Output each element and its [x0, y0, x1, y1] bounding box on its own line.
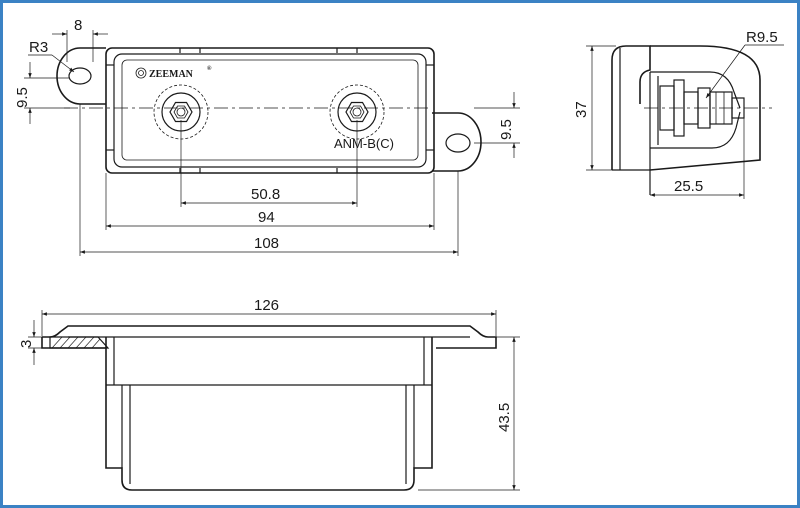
- dim-flange-length: 126: [254, 297, 279, 314]
- dim-side-height: 37: [573, 101, 590, 118]
- dim-overall-length: 108: [254, 235, 279, 252]
- dim-overall-height: 43.5: [496, 403, 513, 432]
- dim-body-width: 94: [258, 209, 275, 226]
- right-mount-hole: [445, 133, 471, 153]
- left-mount-hole: [68, 67, 92, 85]
- technical-drawing: ZEEMAN ® ANM-B(C) 8 R3: [14, 17, 784, 491]
- dim-ear-width: 8: [74, 17, 82, 34]
- right-mounting-ear: [432, 112, 482, 172]
- front-view: 126 3 43.5: [18, 297, 520, 491]
- cover-inner: [121, 59, 419, 161]
- dim-stud-spacing: 50.8: [251, 186, 280, 203]
- cover-outline: [113, 53, 427, 168]
- dim-ear-radius: R3: [29, 39, 48, 56]
- registered-mark: ®: [207, 65, 212, 72]
- model-label: ANM-B(C): [334, 136, 394, 151]
- dim-ear-offset-right: 9.5: [498, 119, 515, 140]
- side-view: R9.5 37 25.5: [573, 29, 784, 199]
- zeeman-seal-icon: [135, 67, 147, 79]
- dim-flange-thickness: 3: [18, 340, 35, 348]
- top-view: ZEEMAN ® ANM-B(C) 8 R3: [14, 17, 520, 256]
- dim-side-radius: R9.5: [746, 29, 778, 46]
- front-body: [105, 337, 433, 491]
- left-mounting-ear: [56, 47, 106, 105]
- dim-stud-depth: 25.5: [674, 178, 703, 195]
- housing-outline: [105, 47, 435, 174]
- dim-ear-offset-left: 9.5: [14, 87, 31, 108]
- brand-name: ZEEMAN: [149, 69, 194, 80]
